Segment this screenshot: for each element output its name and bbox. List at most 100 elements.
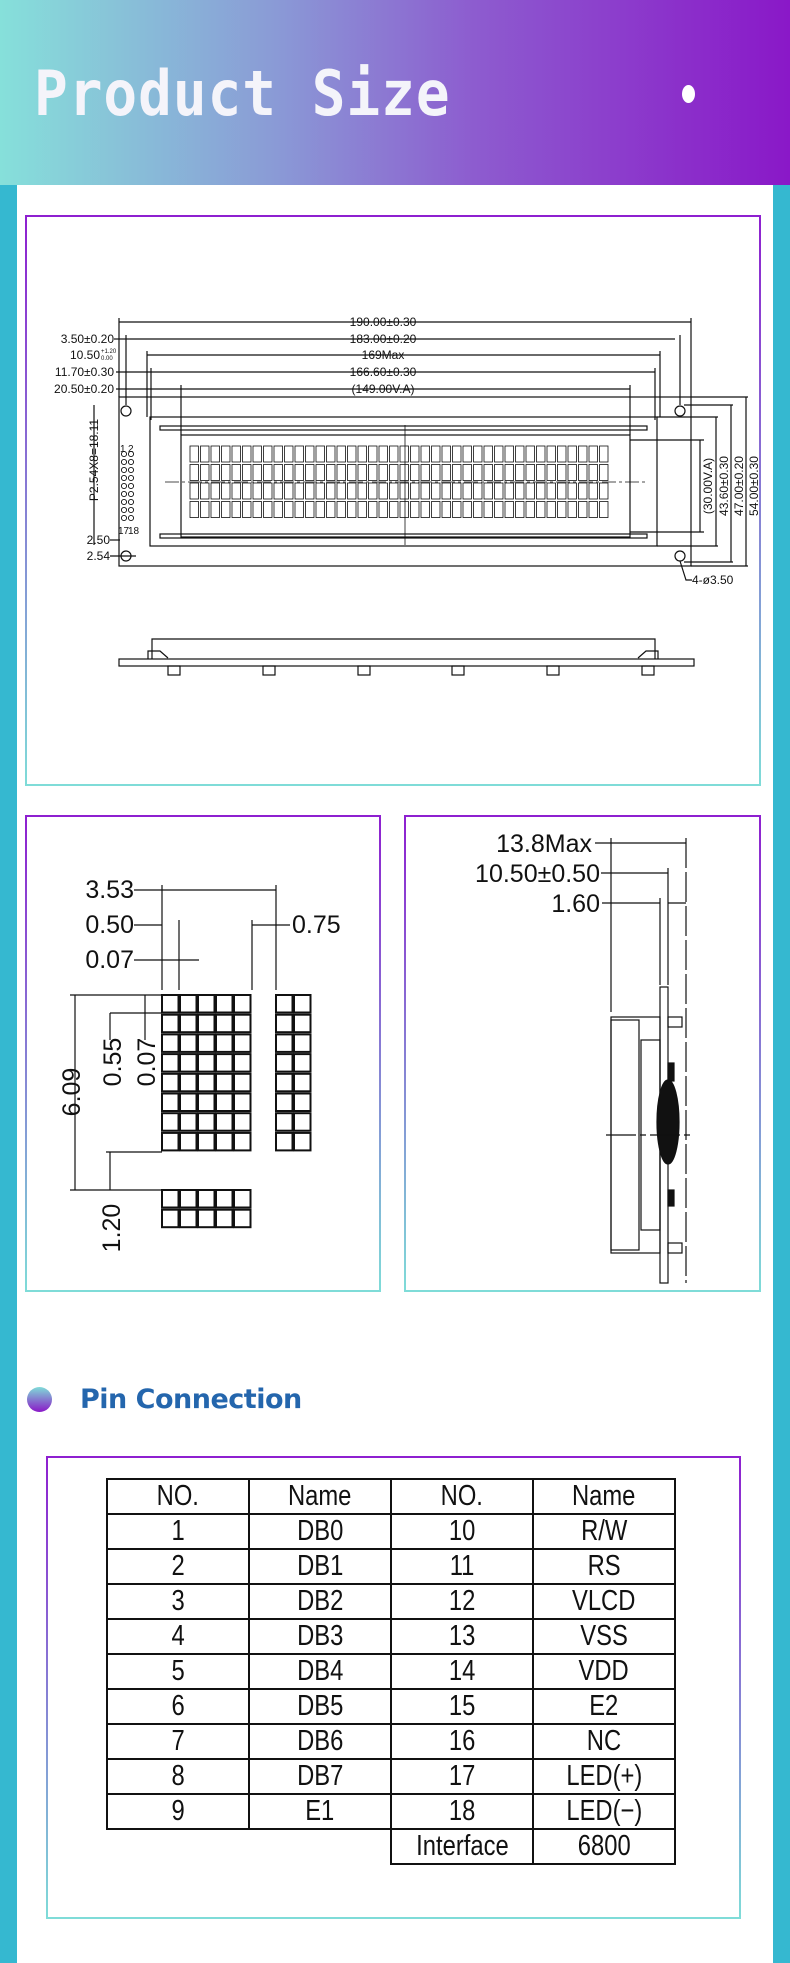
character-cell	[452, 445, 462, 463]
table-cell: DB4	[248, 1653, 392, 1690]
character-cell	[357, 464, 367, 481]
character-cell	[494, 482, 504, 500]
character-cell	[294, 501, 304, 518]
character-cell	[399, 482, 409, 500]
side-view-frame	[404, 815, 761, 1292]
character-cell	[452, 501, 462, 518]
character-cell	[557, 482, 567, 500]
character-cell	[462, 501, 472, 518]
character-cell	[231, 501, 241, 518]
character-cell	[221, 464, 231, 481]
table-cell: RS	[532, 1548, 676, 1585]
character-cell	[536, 464, 546, 481]
bullet-icon	[27, 1386, 52, 1412]
character-cell	[263, 445, 273, 463]
dim-text: (30.00V.A)	[701, 458, 715, 514]
dot-cell	[179, 1072, 198, 1093]
character-cell	[336, 501, 346, 518]
dim-text: 0.55	[99, 1038, 127, 1087]
character-cell	[305, 482, 315, 500]
dot-cell	[215, 1033, 234, 1053]
character-cell	[284, 464, 294, 481]
dim-text: 6.09	[58, 1068, 86, 1117]
right-side-bar	[773, 185, 790, 1963]
character-cell	[546, 445, 556, 463]
dot-cell	[215, 1092, 234, 1112]
character-cell	[515, 445, 525, 463]
pin-hole	[127, 466, 135, 474]
dot-cell	[161, 1189, 180, 1209]
left-side-bar	[0, 185, 17, 1963]
character-cell	[410, 464, 420, 481]
dot-cell	[275, 1033, 294, 1053]
dot-cell	[275, 1013, 294, 1034]
dot-cell	[161, 994, 180, 1014]
table-cell: 15	[390, 1688, 534, 1725]
dim-text: 10.50±0.50	[475, 860, 600, 888]
pin-hole	[120, 474, 128, 482]
character-cell	[546, 482, 556, 500]
header-cell: NO.	[390, 1478, 534, 1515]
character-cell	[305, 501, 315, 518]
character-cell	[483, 464, 493, 481]
character-cell	[410, 482, 420, 500]
character-cell	[536, 501, 546, 518]
character-cell	[231, 482, 241, 500]
dot-cell	[179, 1013, 198, 1034]
dot-cell	[233, 1208, 252, 1229]
pin-header	[120, 450, 135, 522]
pin-hole	[120, 506, 128, 514]
character-cell	[578, 501, 588, 518]
front-view-dimensions: 190.00±0.30 183.00±0.20 169Max 166.60±0.…	[54, 315, 692, 435]
character-cell	[273, 445, 283, 463]
character-cell	[557, 464, 567, 481]
character-cell	[567, 501, 577, 518]
character-cell	[189, 501, 199, 518]
table-cell: DB3	[248, 1618, 392, 1655]
character-cell	[347, 464, 357, 481]
character-cell	[494, 464, 504, 481]
character-grid	[189, 445, 609, 518]
dot-cell	[161, 1033, 180, 1053]
character-cell	[431, 501, 441, 518]
dot-cell	[233, 1013, 252, 1034]
char-detail-drawing: 3.53 0.50 0.07 0.75 6.09 0.55 0.07 1.20	[58, 876, 341, 1252]
pin-label: 17	[118, 526, 130, 537]
table-cell: VDD	[532, 1653, 676, 1690]
dot-cell	[179, 1092, 198, 1112]
character-cell	[378, 445, 388, 463]
character-cell	[389, 482, 399, 500]
dot-cell	[179, 1189, 198, 1209]
character-cell	[536, 482, 546, 500]
table-cell: 7	[106, 1723, 250, 1760]
dim-text: 166.60±0.30	[350, 365, 417, 379]
interface-value: 6800	[532, 1828, 676, 1865]
character-cell	[252, 464, 262, 481]
character-cell	[378, 464, 388, 481]
character-cell	[504, 445, 514, 463]
character-cell	[368, 445, 378, 463]
character-cell	[200, 501, 210, 518]
dot-cell	[275, 1053, 294, 1073]
dot-cell	[293, 1013, 312, 1034]
table-cell: 18	[390, 1793, 534, 1830]
pin-hole	[127, 474, 135, 482]
dim-text: (149.00V.A)	[352, 382, 415, 396]
character-cell	[483, 445, 493, 463]
character-cell	[494, 501, 504, 518]
table-cell: 13	[390, 1618, 534, 1655]
character-cell	[210, 464, 220, 481]
table-cell: VLCD	[532, 1583, 676, 1620]
character-cell	[252, 501, 262, 518]
pin-label: 1	[120, 444, 126, 455]
character-cell	[567, 445, 577, 463]
dot-cell	[179, 1131, 198, 1152]
table-cell: E1	[248, 1793, 392, 1830]
dot-cell	[197, 1033, 216, 1053]
character-cell	[473, 482, 483, 500]
character-cell	[336, 464, 346, 481]
hole-label: 4-ø3.50	[692, 573, 734, 587]
dim-text: 54.00±0.30	[747, 456, 761, 516]
